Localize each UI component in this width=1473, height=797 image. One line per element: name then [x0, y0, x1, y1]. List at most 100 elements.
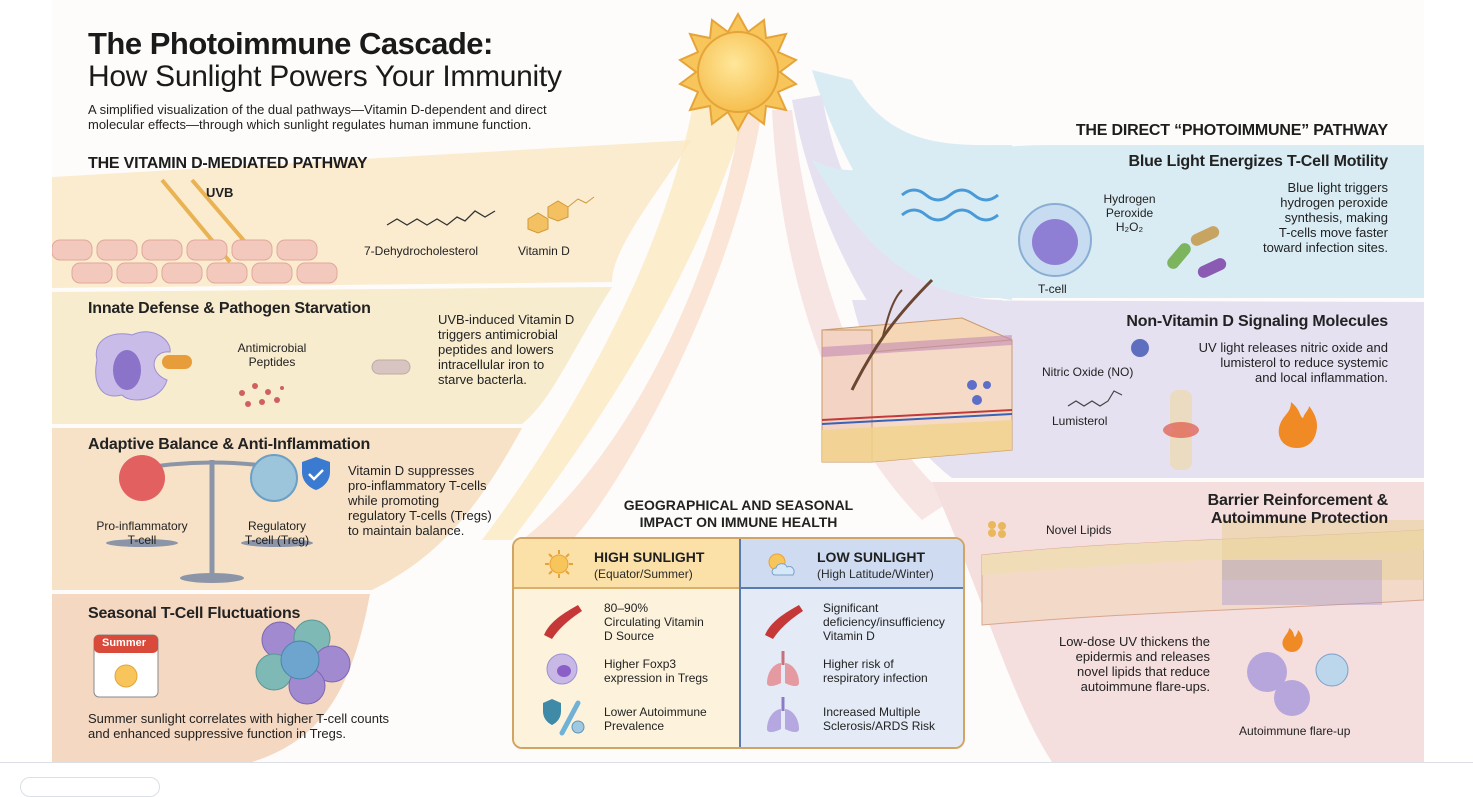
regulatory-label-line2: T-cell (Treg) [244, 533, 310, 547]
pro-inflammatory-label-line1: Pro-inflammatory [96, 519, 188, 533]
nitric-oxide-molecule-icon [1131, 339, 1149, 357]
blood-vessel-icon [544, 605, 582, 639]
high-sunlight-header: HIGH SUNLIGHT (Equator/Summer) [514, 539, 739, 589]
barrier-description: Low-dose UV thickens the epidermis and r… [1012, 634, 1210, 694]
inflamed-joint-icon [1163, 390, 1199, 470]
t-cell-illustration [1018, 203, 1092, 277]
page-subtitle-line2: molecular effects—through which sunlight… [88, 117, 532, 132]
geo-heading-line1: GEOGRAPHICAL AND SEASONAL [623, 497, 854, 513]
geo-item-line: Higher risk of [823, 657, 894, 671]
adaptive-text-line: to maintain balance. [348, 523, 465, 538]
antimicrobial-peptides-label: Antimicrobial Peptides [222, 341, 322, 369]
innate-defense-title: Innate Defense & Pathogen Starvation [88, 300, 371, 317]
page-subtitle-line1: A simplified visualization of the dual p… [88, 102, 547, 117]
lumisterol-label: Lumisterol [1052, 414, 1108, 428]
geo-heading-line2: IMPACT ON IMMUNE HEALTH [639, 514, 838, 530]
panel-adaptive [52, 428, 522, 590]
barrier-text-line: autoimmune flare-ups. [1080, 679, 1210, 694]
low-item-respiratory: Higher risk of respiratory infection [823, 657, 928, 685]
infographic: The Photoimmune Cascade: How Sunlight Po… [52, 0, 1424, 762]
uvb-label: UVB [206, 185, 234, 200]
geo-item-line: expression in Tregs [604, 671, 709, 685]
molecule-vitamin-d-label: Vitamin D [518, 244, 570, 258]
geo-item-line: 80–90% [604, 601, 649, 615]
hydrogen-peroxide-label: Hydrogen Peroxide H₂O₂ [1092, 192, 1167, 234]
geo-item-line: Circulating Vitamin [604, 615, 704, 629]
shield-pill-icon [543, 699, 585, 736]
geo-item-line: respiratory infection [823, 671, 928, 685]
innate-text-line: peptides and lowers [438, 342, 554, 357]
innate-defense-description: UVB-induced Vitamin D triggers antimicro… [438, 312, 574, 387]
adaptive-text-line: Vitamin D suppresses [348, 463, 475, 478]
photoimmune-pathway-heading: THE DIRECT “PHOTOIMMUNE” PATHWAY [1075, 122, 1388, 139]
low-sunlight-subtitle: (High Latitude/Winter) [817, 567, 934, 581]
h2o2-label-line1: Hydrogen [1103, 192, 1156, 206]
blood-vessel-icon [765, 605, 803, 639]
novel-lipids-label: Novel Lipids [1046, 523, 1112, 537]
balance-scale-illustration [106, 454, 330, 583]
starved-bacterium-icon [371, 359, 411, 375]
lungs-purple-icon [767, 697, 799, 732]
page-title: The Photoimmune Cascade: [88, 26, 493, 61]
molecule-7-dehydrocholesterol-label: 7-Dehydrocholesterol [364, 244, 479, 258]
geo-comparison-table: HIGH SUNLIGHT (Equator/Summer) 80–90% Ci… [512, 537, 965, 749]
blue-light-text-line: synthesis, making [1284, 210, 1388, 225]
bottom-pill-button[interactable] [20, 777, 160, 797]
antimicrobial-label-line1: Antimicrobial [237, 341, 307, 355]
h2o2-label-line2: Peroxide [1105, 206, 1154, 220]
epidermis-layers-illustration [981, 520, 1424, 626]
autoimmune-flare-illustration [1247, 628, 1349, 716]
high-sunlight-column: HIGH SUNLIGHT (Equator/Summer) 80–90% Ci… [514, 539, 739, 747]
panel-innate [52, 287, 612, 424]
barrier-text-line: novel lipids that reduce [1077, 664, 1210, 679]
low-sunlight-title: LOW SUNLIGHT [817, 549, 926, 565]
geo-item-line: Vitamin D [823, 629, 875, 643]
geo-item-line: Significant [823, 601, 879, 615]
non-vitd-text-line: lumisterol to reduce systemic [1220, 355, 1388, 370]
ray-peach [522, 110, 762, 540]
vitd-pathway-heading: THE VITAMIN D-MEDIATED PATHWAY [88, 155, 368, 172]
autoimmune-flare-label: Autoimmune flare-up [1239, 724, 1351, 738]
geo-item-line: Sclerosis/ARDS Risk [823, 719, 936, 733]
skin-cross-section-illustration [821, 278, 1013, 463]
barrier-title-line1: Barrier Reinforcement & [1207, 492, 1389, 509]
innate-text-line: UVB-induced Vitamin D [438, 312, 575, 327]
sun-icon [678, 11, 798, 133]
geo-item-line: Prevalence [604, 719, 665, 733]
dehydrocholesterol-structure-icon [386, 210, 496, 226]
adaptive-balance-title: Adaptive Balance & Anti-Inflammation [88, 436, 371, 453]
seasonal-text-line: Summer sunlight correlates with higher T… [88, 711, 390, 726]
geo-item-line: Increased Multiple [823, 705, 921, 719]
non-vitd-title: Non-Vitamin D Signaling Molecules [1126, 313, 1388, 330]
high-item-autoimmune: Lower Autoimmune Prevalence [604, 705, 707, 733]
blue-light-text-line: T-cells move faster [1278, 225, 1388, 240]
t-cell-label: T-cell [1038, 282, 1067, 296]
macrophage-illustration [95, 331, 192, 401]
innate-text-line: triggers antimicrobial [438, 327, 558, 342]
low-sunlight-column: LOW SUNLIGHT (High Latitude/Winter) Sign… [739, 539, 963, 747]
regulatory-tcell-label: Regulatory T-cell (Treg) [227, 519, 327, 547]
non-vitd-text-line: UV light releases nitric oxide and [1198, 340, 1388, 355]
low-item-vitamin-d: Significant deficiency/insufficiency Vit… [823, 601, 945, 643]
seasonal-description: Summer sunlight correlates with higher T… [88, 711, 389, 741]
high-sunlight-title: HIGH SUNLIGHT [594, 549, 705, 565]
non-vitd-description: UV light releases nitric oxide and lumis… [1199, 340, 1388, 385]
adaptive-text-line: while promoting [348, 493, 440, 508]
bacteria-icon [1167, 226, 1227, 278]
innate-text-line: intracellular iron to [438, 357, 545, 372]
peptide-dots-icon [239, 383, 284, 407]
high-item-vitamin-d: 80–90% Circulating Vitamin D Source [604, 601, 704, 643]
barrier-text-line: Low-dose UV thickens the [1058, 634, 1210, 649]
nitric-oxide-label: Nitric Oxide (NO) [1042, 365, 1134, 379]
geo-item-line: D Source [604, 629, 655, 643]
high-sunlight-subtitle: (Equator/Summer) [594, 567, 693, 581]
geo-heading: GEOGRAPHICAL AND SEASONAL IMPACT ON IMMU… [572, 497, 905, 531]
blue-light-description: Blue light triggers hydrogen peroxide sy… [1263, 180, 1388, 255]
blue-light-text-line: hydrogen peroxide [1280, 195, 1388, 210]
seasonal-text-line: and enhanced suppressive function in Tre… [88, 726, 347, 741]
blue-light-text-line: Blue light triggers [1287, 180, 1388, 195]
low-sunlight-header: LOW SUNLIGHT (High Latitude/Winter) [741, 539, 963, 589]
panel-blue-light [812, 145, 1424, 298]
barrier-title: Barrier Reinforcement & Autoimmune Prote… [1207, 492, 1389, 528]
calendar-summer-label: Summer [102, 637, 147, 649]
